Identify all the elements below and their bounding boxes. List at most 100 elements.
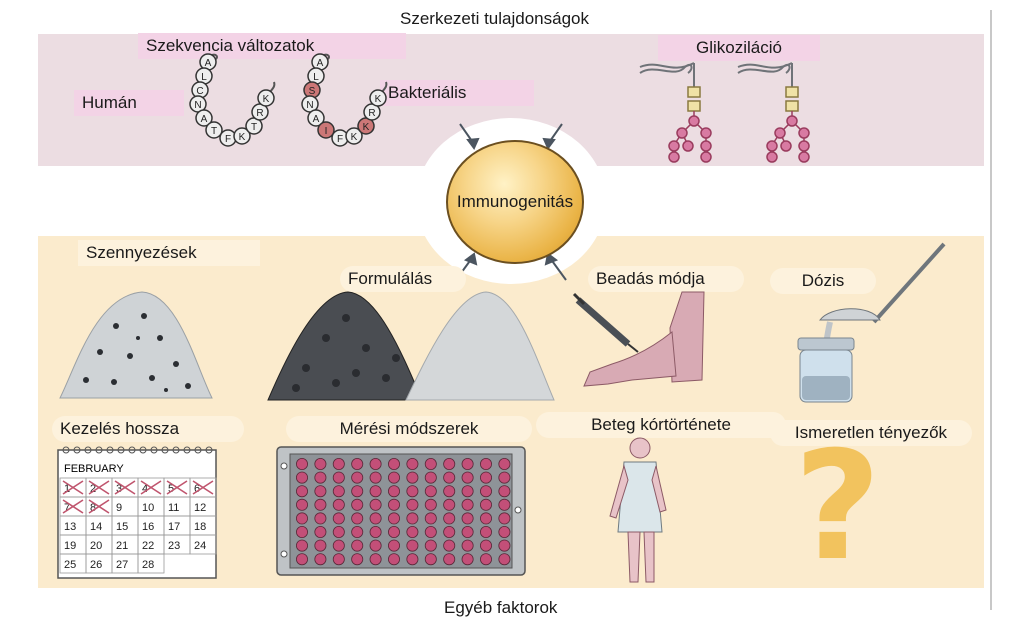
- calendar-day: 11: [168, 502, 179, 514]
- calendar-day: 22: [142, 540, 154, 552]
- amino-acid-letter: K: [263, 94, 270, 105]
- plate-well: [388, 471, 401, 484]
- plate-well: [461, 485, 474, 498]
- bacterial-label: Bakteriális: [380, 80, 534, 106]
- calendar-day: 26: [90, 559, 102, 571]
- plate-well: [351, 457, 364, 470]
- plate-well: [295, 457, 308, 470]
- assays-label: Mérési módszerek: [286, 416, 532, 442]
- plate-well: [443, 498, 456, 511]
- calendar-cross: [88, 499, 110, 514]
- amino-acid-letter: I: [325, 126, 328, 137]
- plate-well: [406, 498, 419, 511]
- plate-well: [369, 485, 382, 498]
- calendar-cross: [88, 480, 110, 495]
- amino-acid-letter: C: [196, 86, 203, 97]
- calendar-day: 28: [142, 559, 154, 571]
- plate-well: [479, 471, 492, 484]
- plate-well: [369, 553, 382, 566]
- amino-acid-letter: R: [256, 108, 263, 119]
- plate-well: [479, 457, 492, 470]
- calendar-day: 9: [116, 502, 122, 514]
- plate-well: [295, 512, 308, 525]
- amino-acid-bead: [317, 121, 335, 139]
- unknown-label: Ismeretlen tényezők: [770, 420, 972, 446]
- patient-icon: [609, 437, 667, 583]
- dose-label: Dózis: [770, 268, 876, 294]
- plate-well: [351, 553, 364, 566]
- amino-acid-letter: R: [368, 108, 375, 119]
- plate-well: [369, 526, 382, 539]
- influence-arrows: [455, 123, 567, 281]
- calendar-day: 10: [142, 502, 154, 514]
- formulation-label: Formulálás: [340, 266, 466, 292]
- calendar-cross: [192, 480, 214, 495]
- plate-well: [388, 526, 401, 539]
- plate-well: [406, 539, 419, 552]
- sequence-variants-label: Szekvencia változatok: [138, 33, 406, 59]
- amino-acid-letter: K: [351, 132, 358, 143]
- duration-label: Kezelés hossza: [52, 416, 244, 442]
- calendar-day: 4: [142, 483, 148, 495]
- amino-acid-bead: [345, 127, 363, 145]
- plate-well: [388, 485, 401, 498]
- plate-well: [332, 512, 345, 525]
- plate-well: [479, 498, 492, 511]
- plate-well: [332, 526, 345, 539]
- plate-well: [314, 526, 327, 539]
- amino-acid-letter: A: [313, 114, 320, 125]
- amino-acid-bead: [257, 89, 275, 107]
- plate-well: [369, 498, 382, 511]
- plate-well: [461, 553, 474, 566]
- calendar-day: 7: [64, 502, 70, 514]
- plate-well: [424, 457, 437, 470]
- calendar-day: 8: [90, 502, 96, 514]
- plate-well: [461, 512, 474, 525]
- calendar-day: 20: [90, 540, 102, 552]
- calendar-day: 24: [194, 540, 206, 552]
- right-divider: [990, 10, 992, 610]
- calendar-cross: [140, 480, 162, 495]
- amino-acid-bead: [307, 109, 325, 127]
- plate-well: [498, 471, 511, 484]
- calendar-day: 6: [194, 483, 200, 495]
- plate-well: [332, 485, 345, 498]
- plate-well: [332, 553, 345, 566]
- plate-well: [424, 539, 437, 552]
- plate-well: [461, 498, 474, 511]
- amino-acid-letter: T: [211, 126, 217, 137]
- calendar-day: 3: [116, 483, 122, 495]
- plate-well: [351, 539, 364, 552]
- plate-well: [479, 539, 492, 552]
- plate-well: [498, 526, 511, 539]
- plate-well: [406, 526, 419, 539]
- plate-well: [314, 539, 327, 552]
- glycosylation-icon: [639, 62, 810, 163]
- plate-well: [498, 485, 511, 498]
- plate-well: [314, 553, 327, 566]
- plate-well: [314, 457, 327, 470]
- glycosylation-label: Glikoziláció: [658, 35, 820, 61]
- plate-well: [424, 553, 437, 566]
- plate-well: [369, 539, 382, 552]
- calendar-day: 18: [194, 521, 206, 533]
- amino-acid-bead: [205, 121, 223, 139]
- plate-well: [498, 512, 511, 525]
- plate-well: [406, 471, 419, 484]
- calendar-day: 23: [168, 540, 180, 552]
- plate-well: [369, 471, 382, 484]
- plate-well: [351, 471, 364, 484]
- amino-acid-bead: [195, 109, 213, 127]
- plate-well: [479, 485, 492, 498]
- plate-well: [314, 485, 327, 498]
- amino-acid-letter: A: [201, 114, 208, 125]
- plate-well: [295, 539, 308, 552]
- question-mark-icon: ?: [794, 420, 882, 594]
- plate-well: [406, 512, 419, 525]
- human-label: Humán: [74, 90, 184, 116]
- calendar-cross: [62, 480, 84, 495]
- plate-well: [479, 512, 492, 525]
- amino-acid-letter: K: [375, 94, 382, 105]
- amino-acid-bead: [369, 89, 387, 107]
